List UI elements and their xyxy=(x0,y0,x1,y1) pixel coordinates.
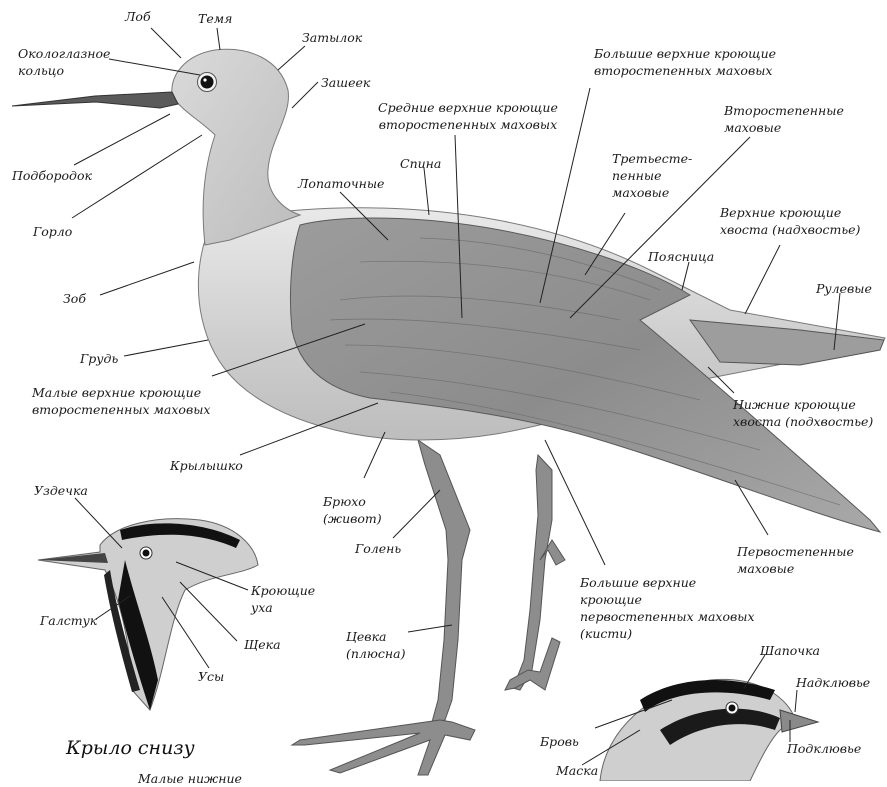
label-chin: Подбородок xyxy=(12,167,92,184)
label-tibia: Голень xyxy=(355,540,401,557)
label-median-secondary-coverts: Средние верхние кроющие второстепенных м… xyxy=(378,99,558,133)
label-culmen: Надклювье xyxy=(796,674,870,691)
label-lesser-secondary-coverts: Малые верхние кроющие второстепенных мах… xyxy=(32,384,210,418)
underwing-heading: Крыло снизу xyxy=(66,737,195,759)
label-secondaries: Второстепенные маховые xyxy=(724,102,844,136)
label-cheek: Щека xyxy=(244,636,281,653)
label-whiskers: Усы xyxy=(198,668,224,685)
label-mask: Маска xyxy=(556,762,598,779)
label-tertials: Третьесте- пенные маховые xyxy=(612,150,692,201)
label-belly: Брюхо (живот) xyxy=(323,493,382,527)
label-greater-primary-coverts: Большие верхние кроющие первостепенных м… xyxy=(580,574,755,642)
label-eye-ring: Окологлазное кольцо xyxy=(18,45,110,79)
wing xyxy=(290,218,880,532)
small-head-right xyxy=(600,679,818,781)
label-back: Спина xyxy=(400,155,441,172)
label-throat: Горло xyxy=(33,223,72,240)
label-lower-mandible: Подклювье xyxy=(787,740,861,757)
label-lores: Уздечка xyxy=(34,482,88,499)
label-cap: Шапочка xyxy=(760,642,820,659)
label-hindneck: Зашеек xyxy=(321,74,370,91)
neck-head xyxy=(172,49,300,245)
label-nape: Затылок xyxy=(302,29,362,46)
label-crop: Зоб xyxy=(63,290,86,307)
label-greater-secondary-coverts: Большие верхние кроющие второстепенных м… xyxy=(594,45,776,79)
bill xyxy=(12,92,178,108)
legs xyxy=(292,440,565,775)
label-brow: Бровь xyxy=(540,733,579,750)
label-uppertail-coverts: Верхние кроющие хвоста (надхвостье) xyxy=(720,204,860,238)
label-breast: Грудь xyxy=(80,350,118,367)
label-ear-coverts: Кроющие уха xyxy=(251,582,315,616)
label-tarsus: Цевка (плюсна) xyxy=(346,628,405,662)
label-crown: Темя xyxy=(198,10,232,27)
label-forehead: Лоб xyxy=(125,8,151,25)
label-primaries: Первостепенные маховые xyxy=(737,543,854,577)
label-undertail-coverts: Нижние кроющие хвоста (подхвостье) xyxy=(733,396,873,430)
label-lesser-under-coverts-cut: Малые нижние xyxy=(138,770,242,787)
label-alula: Крылышко xyxy=(170,457,243,474)
label-tie: Галстук xyxy=(40,612,97,629)
label-scapulars: Лопаточные xyxy=(298,175,384,192)
label-rectrices: Рулевые xyxy=(816,280,872,297)
label-rump: Поясница xyxy=(648,248,714,265)
